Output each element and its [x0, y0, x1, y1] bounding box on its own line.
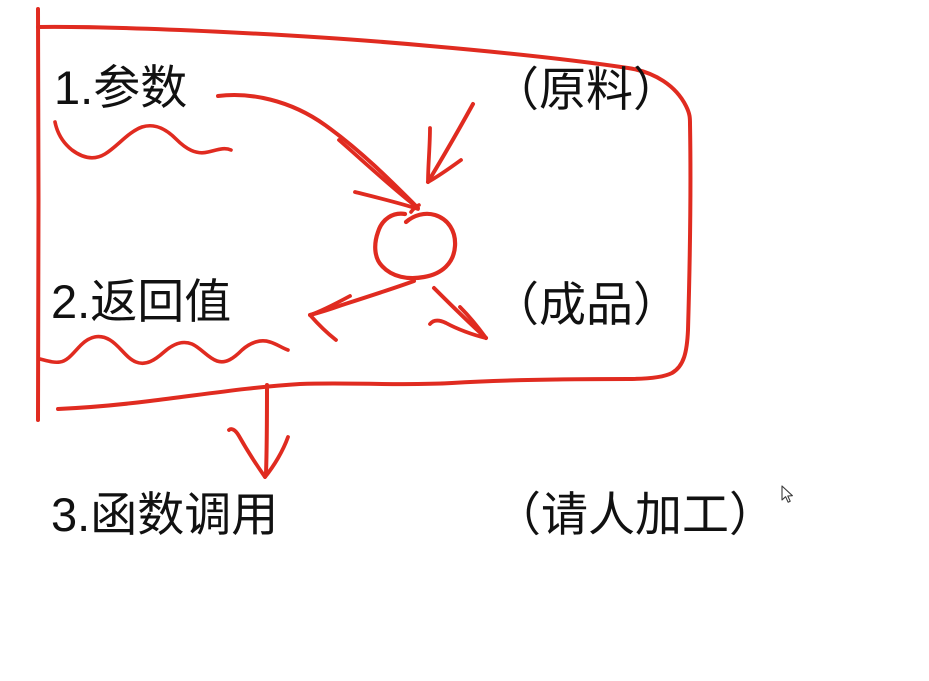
arrow-down-to-call-head-right — [263, 435, 290, 479]
mouse-cursor-icon — [781, 485, 793, 503]
arrow-down-to-call-head-left — [227, 427, 267, 479]
squiggle-under-params — [53, 120, 233, 160]
arrow-raw-to-pot-shaft — [426, 102, 475, 184]
label-ask-someone-to-process: （请人加工） — [494, 488, 776, 541]
label-finished-product: （成品） — [492, 278, 680, 331]
label-raw-material: （原料） — [492, 63, 680, 116]
arrow-params-to-pot-head — [337, 138, 420, 210]
arrow-params-to-pot-head2 — [353, 190, 420, 211]
bracket-bottom-edge — [56, 377, 630, 411]
arrow-pot-to-product-head-up — [458, 305, 488, 340]
arrow-down-to-call-shaft — [264, 383, 269, 476]
squiggle-under-return — [38, 334, 290, 366]
label-return-value: 2.返回值 — [51, 275, 232, 328]
label-parameters: 1.参数 — [54, 61, 188, 114]
arrow-params-to-pot-shaft — [216, 93, 418, 208]
arrow-pot-to-return-shaft — [308, 279, 416, 317]
label-function-call: 3.函数调用 — [51, 488, 279, 541]
arrow-pot-to-product-head-left — [428, 318, 488, 340]
pot-stem — [409, 203, 421, 214]
arrow-raw-to-pot-head-left — [426, 126, 432, 184]
arrow-pot-to-return-head-up — [308, 294, 352, 317]
bracket-right-edge — [626, 122, 693, 381]
pot-shape — [373, 211, 458, 281]
arrow-pot-to-product-shaft — [432, 286, 488, 340]
arrow-raw-to-pot-head-right — [426, 158, 463, 184]
arrow-pot-to-return-head-down — [308, 313, 338, 342]
bracket-left-spine — [36, 7, 41, 422]
